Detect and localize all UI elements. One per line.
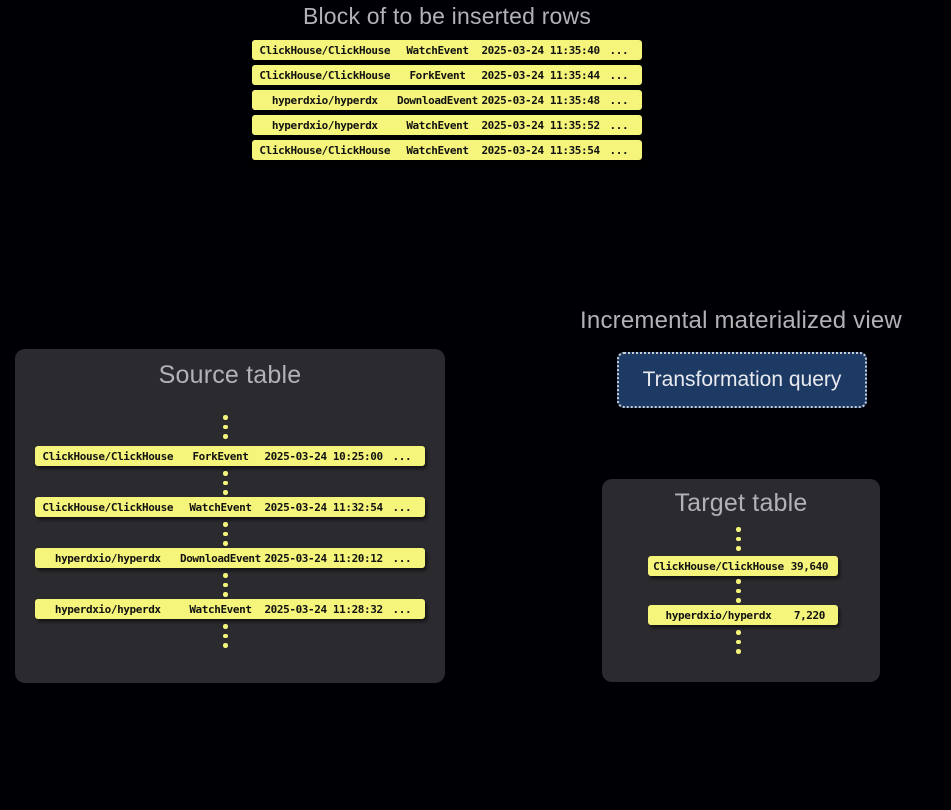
- target-table-title: Target table: [674, 489, 808, 517]
- row-event: WatchEvent: [189, 500, 252, 514]
- source-table-title: Source table: [158, 361, 302, 389]
- vertical-ellipsis-icon: [736, 579, 741, 603]
- target-row: ClickHouse/ClickHouse 39,640: [648, 556, 838, 576]
- row-repo: hyperdxio/hyperdx: [271, 93, 378, 107]
- row-timestamp: 2025-03-24 11:35:48: [481, 93, 600, 107]
- inserted-row: hyperdxio/hyperdx DownloadEvent 2025-03-…: [252, 90, 642, 110]
- vertical-ellipsis-icon: [223, 415, 228, 439]
- source-row: hyperdxio/hyperdx WatchEvent 2025-03-24 …: [35, 599, 425, 619]
- row-more-ellipsis: ...: [609, 143, 629, 157]
- row-event: WatchEvent: [406, 43, 469, 57]
- source-row: hyperdxio/hyperdx DownloadEvent 2025-03-…: [35, 548, 425, 568]
- inserted-row: ClickHouse/ClickHouse ForkEvent 2025-03-…: [252, 65, 642, 85]
- row-repo: hyperdxio/hyperdx: [54, 551, 161, 565]
- row-repo: hyperdxio/hyperdx: [665, 608, 772, 622]
- row-event: WatchEvent: [406, 143, 469, 157]
- row-more-ellipsis: ...: [392, 500, 412, 514]
- row-timestamp: 2025-03-24 11:28:32: [264, 602, 383, 616]
- row-more-ellipsis: ...: [609, 43, 629, 57]
- row-event: WatchEvent: [189, 602, 252, 616]
- row-more-ellipsis: ...: [392, 449, 412, 463]
- row-timestamp: 2025-03-24 11:20:12: [264, 551, 383, 565]
- row-event: WatchEvent: [406, 118, 469, 132]
- source-table-box: Source table ClickHouse/ClickHouse ForkE…: [15, 349, 445, 683]
- row-more-ellipsis: ...: [609, 93, 629, 107]
- row-event: DownloadEvent: [396, 93, 478, 107]
- vertical-ellipsis-icon: [223, 471, 228, 495]
- row-more-ellipsis: ...: [609, 68, 629, 82]
- row-more-ellipsis: ...: [392, 551, 412, 565]
- inserted-row: hyperdxio/hyperdx WatchEvent 2025-03-24 …: [252, 115, 642, 135]
- vertical-ellipsis-icon: [223, 624, 228, 648]
- row-repo: ClickHouse/ClickHouse: [259, 43, 391, 57]
- vertical-ellipsis-icon: [736, 630, 741, 654]
- target-table-box: Target table ClickHouse/ClickHouse 39,64…: [602, 479, 880, 682]
- insert-block-rows: ClickHouse/ClickHouse WatchEvent 2025-03…: [252, 40, 642, 165]
- vertical-ellipsis-icon: [223, 522, 228, 546]
- row-more-ellipsis: ...: [609, 118, 629, 132]
- row-count: 7,220: [793, 608, 826, 622]
- inserted-row: ClickHouse/ClickHouse WatchEvent 2025-03…: [252, 140, 642, 160]
- source-row: ClickHouse/ClickHouse WatchEvent 2025-03…: [35, 497, 425, 517]
- row-event: ForkEvent: [192, 449, 249, 463]
- row-repo: ClickHouse/ClickHouse: [259, 143, 391, 157]
- vertical-ellipsis-icon: [736, 527, 741, 551]
- row-count: 39,640: [790, 559, 829, 573]
- vertical-ellipsis-icon: [223, 573, 228, 597]
- source-row: ClickHouse/ClickHouse ForkEvent 2025-03-…: [35, 446, 425, 466]
- row-repo: hyperdxio/hyperdx: [54, 602, 161, 616]
- row-repo: ClickHouse/ClickHouse: [42, 449, 174, 463]
- target-row: hyperdxio/hyperdx 7,220: [648, 605, 838, 625]
- transformation-query-button[interactable]: Transformation query: [617, 352, 867, 408]
- row-repo: ClickHouse/ClickHouse: [259, 68, 391, 82]
- row-timestamp: 2025-03-24 11:35:44: [481, 68, 600, 82]
- row-repo: hyperdxio/hyperdx: [271, 118, 378, 132]
- row-event: DownloadEvent: [179, 551, 261, 565]
- inserted-row: ClickHouse/ClickHouse WatchEvent 2025-03…: [252, 40, 642, 60]
- insert-block-title: Block of to be inserted rows: [302, 3, 592, 29]
- row-timestamp: 2025-03-24 11:35:40: [481, 43, 600, 57]
- row-event: ForkEvent: [409, 68, 466, 82]
- row-timestamp: 2025-03-24 11:35:54: [481, 143, 600, 157]
- materialized-view-title: Incremental materialized view: [580, 307, 902, 334]
- row-timestamp: 2025-03-24 11:32:54: [264, 500, 383, 514]
- row-more-ellipsis: ...: [392, 602, 412, 616]
- row-timestamp: 2025-03-24 11:35:52: [481, 118, 600, 132]
- row-repo: ClickHouse/ClickHouse: [653, 559, 784, 573]
- row-timestamp: 2025-03-24 10:25:00: [264, 449, 383, 463]
- row-repo: ClickHouse/ClickHouse: [42, 500, 174, 514]
